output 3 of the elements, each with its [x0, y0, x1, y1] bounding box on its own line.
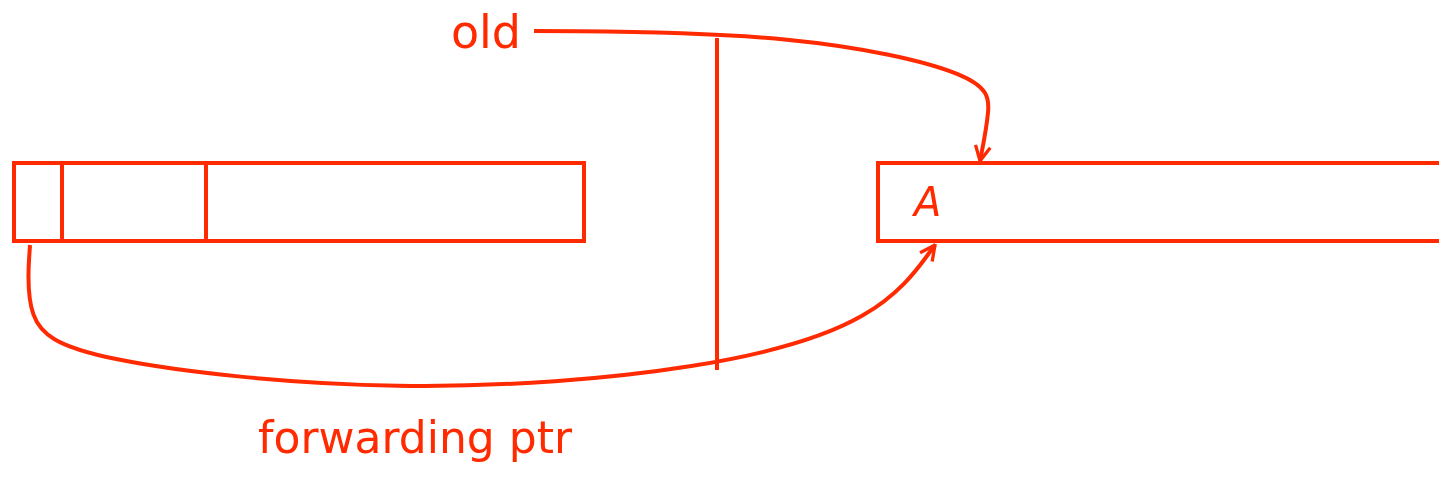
record-box: [876, 161, 1439, 243]
field-value: A: [914, 179, 942, 225]
pointer-label: old: [440, 6, 532, 58]
